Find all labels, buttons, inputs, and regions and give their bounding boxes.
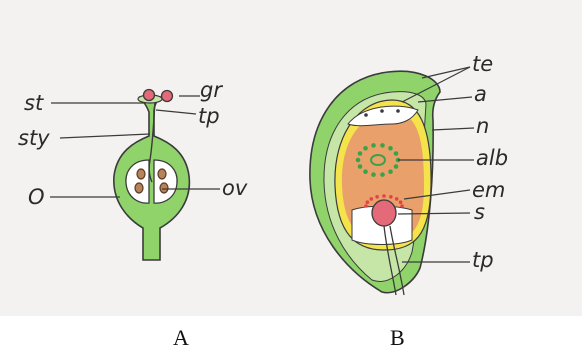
ovule [137,169,145,179]
albumen-dot [363,146,368,151]
albumen-dot [380,172,385,177]
label-pollen-tube-a: tp [198,106,220,127]
albumen-dot [358,164,363,169]
embryo-arc-dot [382,194,386,198]
ovule [160,183,168,193]
label-pollen-tube-b: tp [472,250,494,271]
albumen-dot [356,158,361,163]
albumen-dot [388,146,393,151]
albumen-dot [394,151,399,156]
label-aleurone: a [474,84,487,105]
albumen-dot [371,143,376,148]
embryo-arc-dot [375,195,379,199]
label-embryo: em [472,180,505,201]
pollen-grain [162,91,173,102]
caption-a: A [173,327,189,349]
embryo-arc-dot [366,200,370,204]
pollen-grain [144,90,155,101]
cell-dot [380,109,384,113]
label-nucellus: n [476,116,489,137]
label-pollen-grain: gr [200,80,222,101]
albumen-dot [371,172,376,177]
label-stigma: st [24,93,43,114]
embryo-arc-dot [400,204,404,208]
caption-b: B [390,327,405,349]
embryo [372,200,396,226]
label-ovary: O [28,187,45,208]
albumen-dot [358,151,363,156]
cell-dot [364,113,368,117]
albumen-dot [380,143,385,148]
embryo-arc-dot [364,204,368,208]
embryo-arc-dot [389,195,393,199]
embryo-arc-dot [395,197,399,201]
albumen-dot [388,169,393,174]
cell-dot [396,109,400,113]
albumen-dot [394,164,399,169]
embryo-arc-dot [399,200,403,204]
label-seed-coat: te [472,54,493,75]
ovule [135,183,143,193]
albumen-dot [363,169,368,174]
label-ovule: ov [222,178,247,199]
embryo-arc-dot [370,197,374,201]
label-albumen: alb [476,148,508,169]
label-suspensor: s [474,202,485,223]
label-style: sty [18,128,50,149]
ovule [158,169,166,179]
